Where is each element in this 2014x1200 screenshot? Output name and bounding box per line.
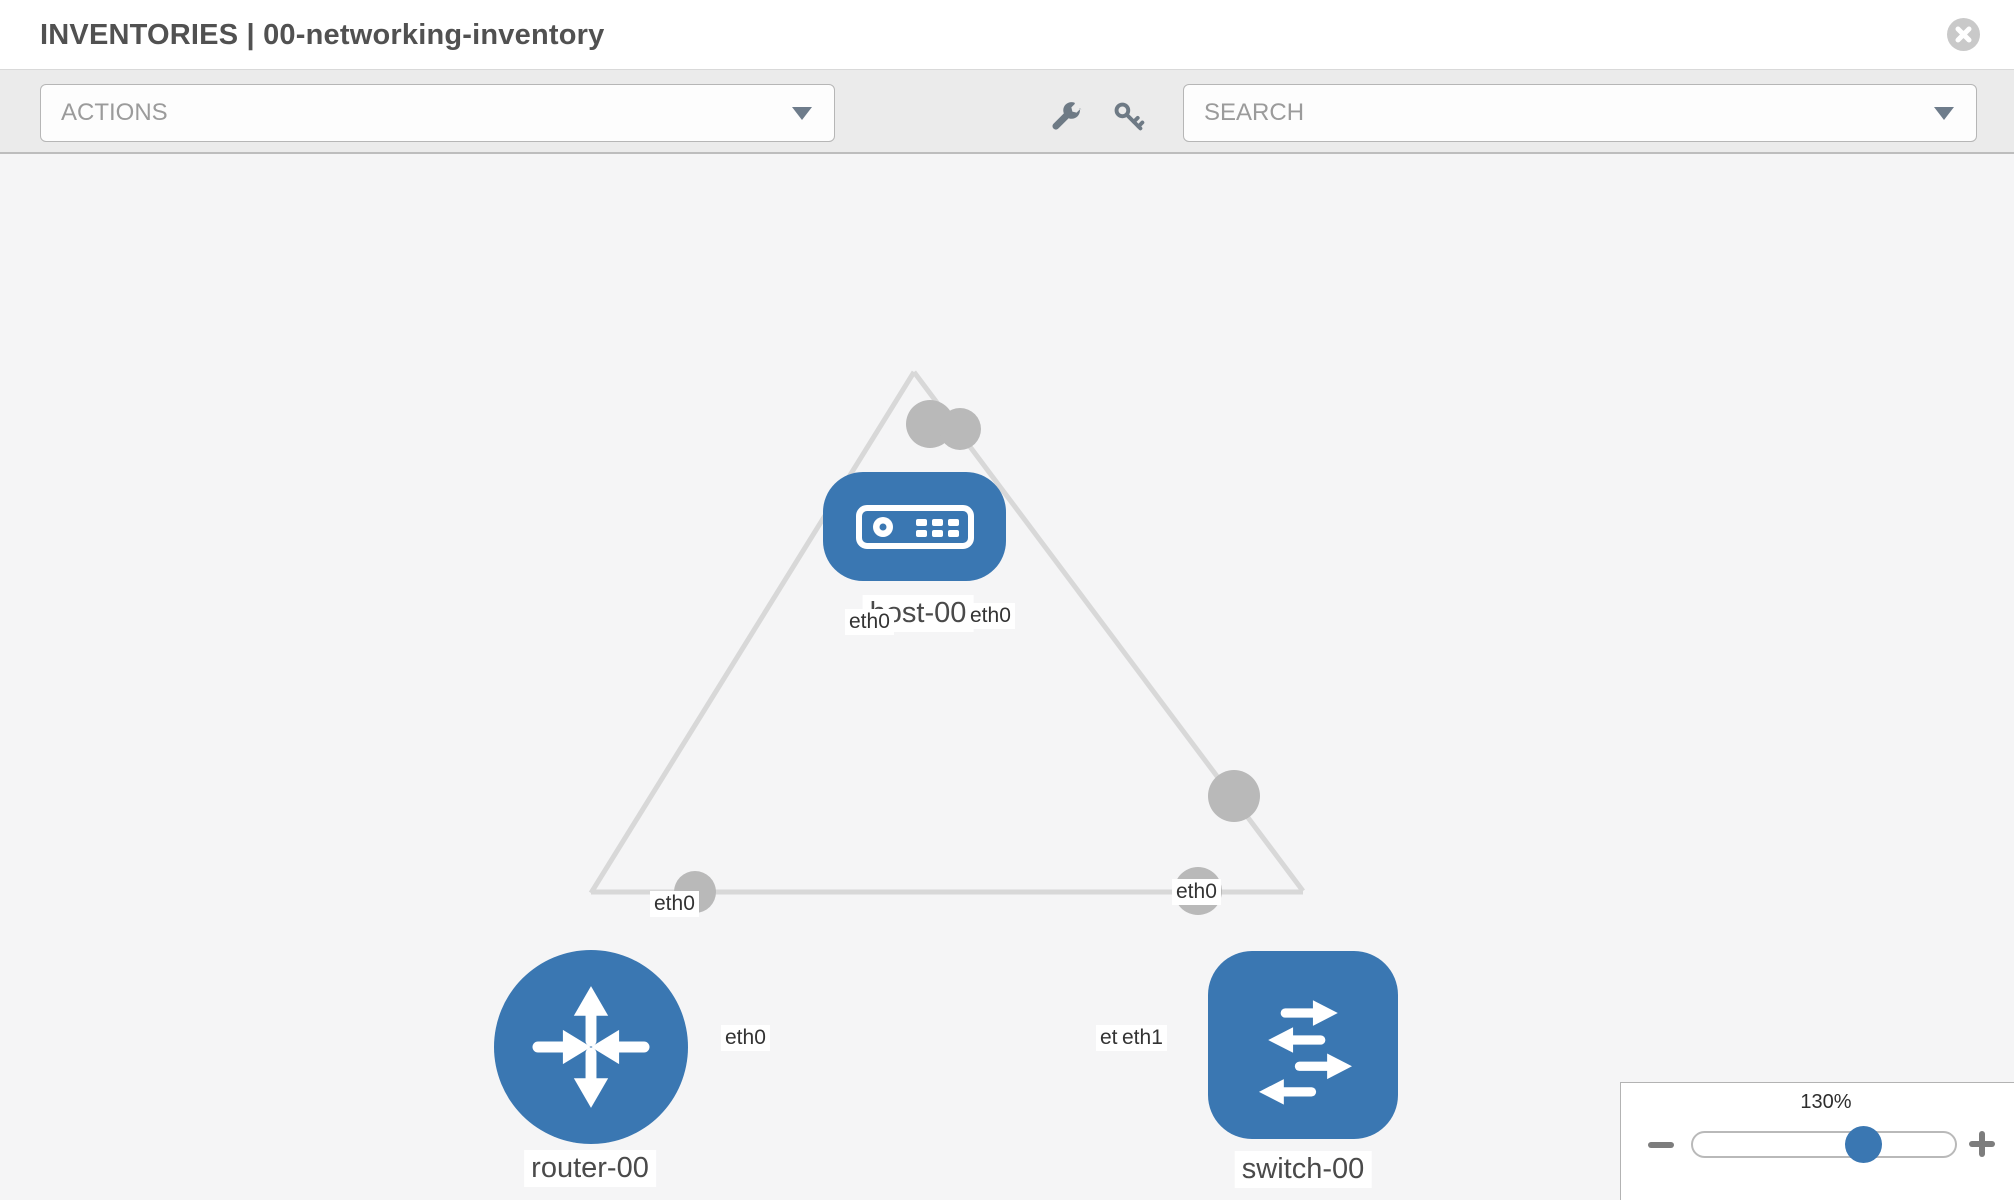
zoom-out-button[interactable] — [1647, 1133, 1675, 1162]
zoom-in-button[interactable] — [1967, 1129, 1997, 1164]
toolbar: ACTIONS — [0, 70, 2014, 154]
actions-dropdown[interactable]: ACTIONS — [40, 84, 835, 142]
page-title: INVENTORIES | 00-networking-inventory — [40, 19, 605, 51]
router-icon — [532, 986, 650, 1108]
wrench-icon — [1052, 102, 1082, 130]
zoom-slider-track[interactable] — [1691, 1131, 1957, 1158]
interface-label: eth0 — [650, 891, 699, 917]
plus-icon — [1969, 1131, 1995, 1157]
close-button[interactable] — [1947, 18, 1980, 51]
key-icon — [1114, 102, 1145, 131]
node-label-router: router-00 — [524, 1150, 656, 1187]
close-icon — [1955, 26, 1972, 43]
node-host-00[interactable] — [823, 472, 1006, 581]
interface-dot — [1208, 770, 1260, 822]
search-dropdown[interactable] — [1183, 84, 1977, 142]
credentials-button[interactable] — [1106, 94, 1152, 140]
tools-button[interactable] — [1044, 94, 1090, 140]
interface-label: eth0 — [845, 609, 894, 635]
interface-label: eth0 — [966, 603, 1015, 629]
node-label-switch: switch-00 — [1234, 1151, 1372, 1188]
node-router-00[interactable] — [494, 950, 688, 1144]
interface-label: eth1 — [1118, 1025, 1167, 1051]
zoom-level-value: 130% — [1800, 1091, 1852, 1113]
topology-canvas[interactable]: host-00 router-00 switch-00 eth0 eth0 et… — [0, 154, 2014, 1200]
search-input[interactable] — [1184, 85, 1934, 141]
node-switch-00[interactable] — [1208, 951, 1398, 1139]
title-bar: INVENTORIES | 00-networking-inventory — [0, 0, 2014, 70]
host-icon — [855, 504, 974, 549]
actions-dropdown-label: ACTIONS — [61, 99, 168, 126]
zoom-slider-thumb[interactable] — [1845, 1126, 1882, 1163]
link-host-router[interactable] — [588, 370, 917, 895]
interface-label: eth0 — [721, 1025, 770, 1051]
topology-links-layer — [588, 370, 1306, 915]
chevron-down-icon — [1934, 106, 1954, 120]
switch-icon — [1258, 1000, 1352, 1105]
interface-dot — [939, 408, 981, 450]
zoom-panel: 130% — [1620, 1082, 2014, 1200]
interface-label: eth0 — [1172, 879, 1221, 905]
minus-icon — [1648, 1142, 1674, 1148]
chevron-down-icon — [792, 106, 812, 120]
